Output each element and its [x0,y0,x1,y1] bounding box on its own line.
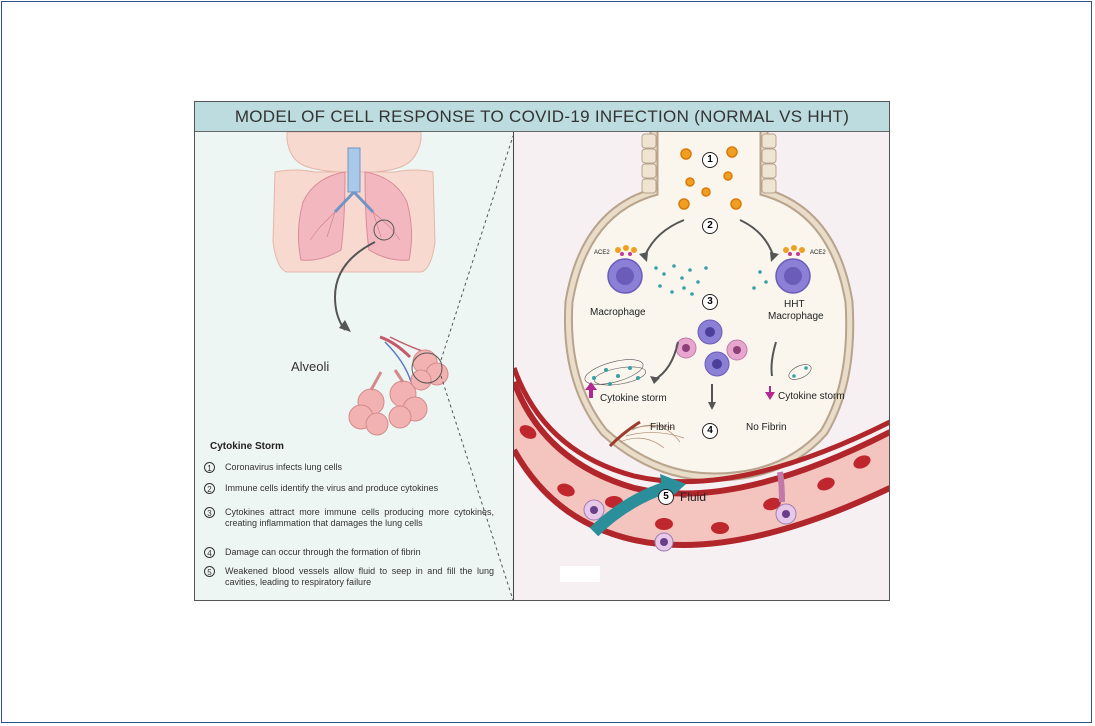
legend-item-4: 4 Damage can occur through the formation… [204,547,494,558]
legend-item-3: 3 Cytokines attract more immune cells pr… [204,507,494,529]
legend-number: 1 [204,462,215,473]
left-panel: Alveoli Cytokine Storm 1 Coronavirus inf… [195,132,513,600]
step-marker-5: 5 [658,489,674,505]
ace2-label-left: ACE2 [594,250,610,256]
no-fibrin-label: No Fibrin [746,422,787,433]
step-marker-1: 1 [702,152,718,168]
fluid-label: Fluid [680,490,707,504]
legend-text: Immune cells identify the virus and prod… [225,483,439,493]
legend-text: Coronavirus infects lung cells [225,462,343,472]
figure-title: MODEL OF CELL RESPONSE TO COVID-19 INFEC… [195,102,889,132]
ace2-label-right: ACE2 [810,250,826,256]
step-marker-3: 3 [702,294,718,310]
right-panel: 1 2 3 4 5 ACE2 ACE2 Macrophage HHT Macro… [513,132,889,600]
alveoli-illustration [348,335,449,436]
fluid-arrow-icon [589,482,667,537]
alveoli-label: Alveoli [291,359,330,374]
virus-icon [678,146,742,210]
legend-item-2: 2 Immune cells identify the virus and pr… [204,483,494,494]
legend-number: 4 [204,547,215,558]
cytokine-storm-up-label: Cytokine storm [600,393,667,404]
up-arrow-icon [585,382,597,398]
macrophage-label: Macrophage [590,307,646,318]
cytokine-storm-down-label: Cytokine storm [778,391,845,402]
hht-label: HHT [784,299,805,310]
cell-response-illustration [514,132,889,582]
anatomy-illustration [272,132,513,600]
figure: MODEL OF CELL RESPONSE TO COVID-19 INFEC… [194,101,890,601]
legend-text: Damage can occur through the formation o… [225,547,421,557]
step-marker-4: 4 [702,423,718,439]
legend-number: 3 [204,507,215,518]
step-marker-2: 2 [702,218,718,234]
legend-number: 5 [204,566,215,577]
legend-heading: Cytokine Storm [210,441,284,452]
immune-cells [675,319,748,377]
down-arrow-icon [765,386,775,400]
legend-number: 2 [204,483,215,494]
legend-item-1: 1 Coronavirus infects lung cells [204,462,494,473]
hht-macrophage-label: Macrophage [768,311,824,322]
legend-text: Cytokines attract more immune cells prod… [225,507,494,528]
legend-item-5: 5 Weakened blood vessels allow fluid to … [204,566,494,588]
fibrin-label: Fibrin [650,422,676,433]
legend-text: Weakened blood vessels allow fluid to se… [225,566,494,587]
red-blood-cells [519,425,871,534]
